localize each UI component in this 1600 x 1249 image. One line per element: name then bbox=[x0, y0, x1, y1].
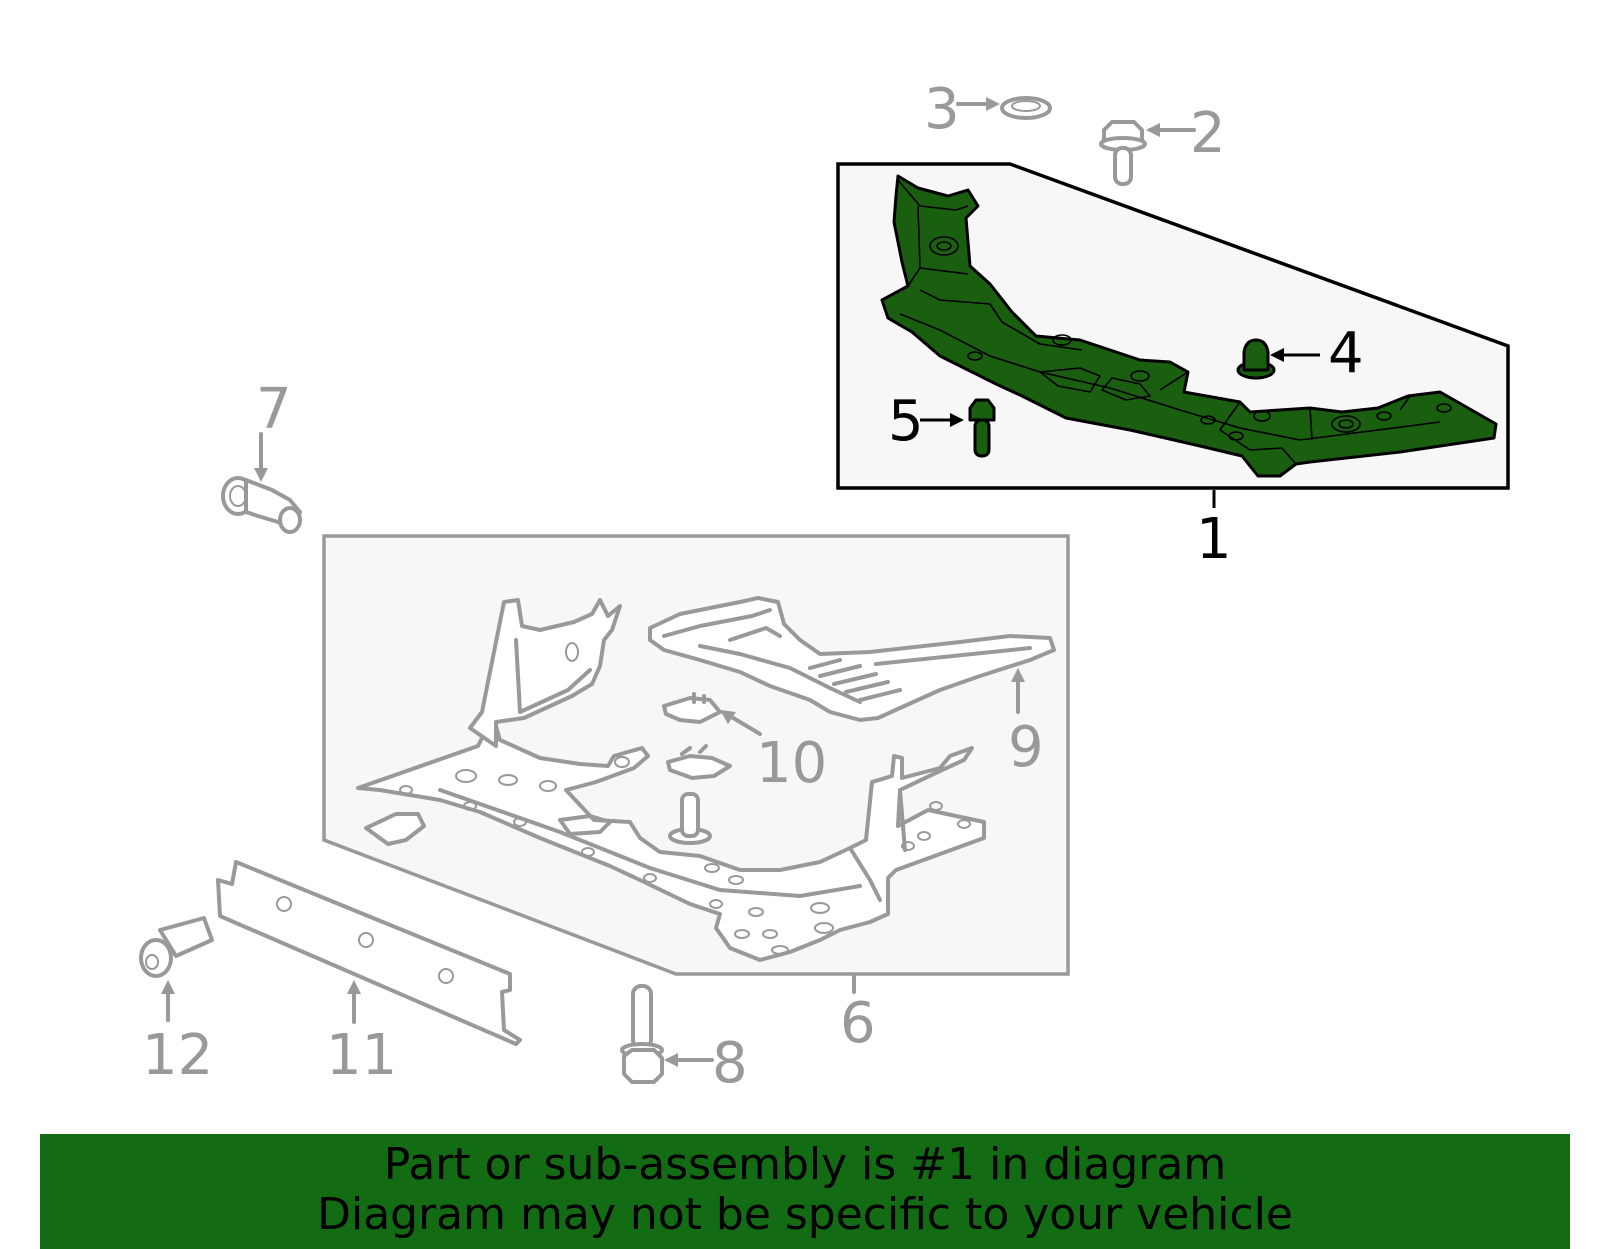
callout-5: 5 bbox=[888, 389, 924, 454]
footer-line-2: Diagram may not be specific to your vehi… bbox=[317, 1189, 1293, 1240]
callout-6: 6 bbox=[840, 991, 876, 1056]
part-10-clip[interactable] bbox=[662, 692, 762, 780]
part-1-assembly[interactable] bbox=[836, 162, 1510, 508]
part-8-bolt[interactable] bbox=[620, 984, 714, 1084]
part-7-clip[interactable] bbox=[221, 432, 302, 534]
callout-9: 9 bbox=[1008, 715, 1044, 780]
footer-banner: Part or sub-assembly is #1 in diagram Di… bbox=[40, 1134, 1570, 1249]
callout-11: 11 bbox=[326, 1023, 397, 1088]
stud[interactable] bbox=[668, 792, 712, 845]
callout-1: 1 bbox=[1196, 507, 1232, 572]
part-4-nut[interactable] bbox=[1236, 338, 1276, 380]
part-2-bolt[interactable] bbox=[1099, 120, 1196, 186]
crossmember-details bbox=[897, 179, 1452, 465]
part-9-shield[interactable] bbox=[648, 596, 1056, 722]
footer-line-1: Part or sub-assembly is #1 in diagram bbox=[383, 1139, 1227, 1190]
left-clip[interactable] bbox=[364, 812, 426, 846]
callout-10: 10 bbox=[756, 731, 827, 796]
part-6-assembly[interactable] bbox=[322, 534, 1070, 994]
part-3-washer[interactable] bbox=[956, 96, 1052, 120]
callout-12: 12 bbox=[142, 1023, 213, 1088]
callout-2: 2 bbox=[1190, 101, 1226, 166]
part-5-bolt[interactable] bbox=[968, 398, 996, 458]
part-11-bar[interactable] bbox=[216, 860, 522, 1046]
callout-4: 4 bbox=[1328, 321, 1364, 386]
part-1-box bbox=[836, 162, 1510, 490]
callout-8: 8 bbox=[712, 1031, 748, 1096]
subframe-details bbox=[399, 756, 971, 955]
callout-3: 3 bbox=[924, 77, 960, 142]
side-bracket[interactable] bbox=[468, 598, 622, 748]
callout-7: 7 bbox=[256, 377, 292, 442]
part-12-clip[interactable] bbox=[139, 916, 214, 1022]
crossmember-highlighted[interactable] bbox=[880, 174, 1498, 478]
